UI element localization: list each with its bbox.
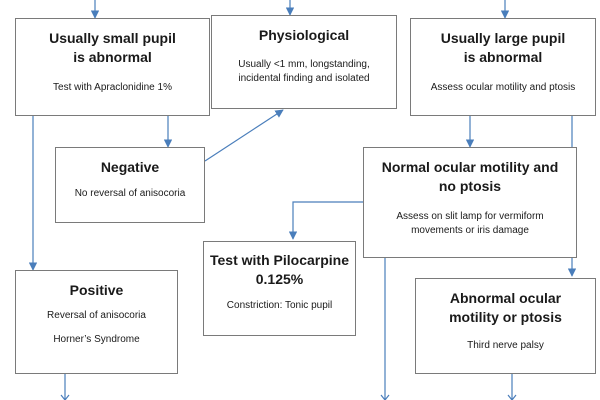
arrow-negative-to-physiological <box>204 109 284 162</box>
pilocarpine-title: Test with Pilocarpine 0.125% <box>210 252 349 287</box>
box-pilocarpine: Test with Pilocarpine 0.125% Constrictio… <box>203 241 356 336</box>
pilocarpine-body: Constriction: Tonic pupil <box>226 300 333 311</box>
box-abnormal-motility: Abnormal ocular motility or ptosis Third… <box>415 278 596 374</box>
small-pupil-body: Test with Apraclonidine 1% <box>53 82 172 93</box>
box-positive: Positive Reversal of anisocoria Horner’s… <box>15 270 178 374</box>
negative-title: Negative <box>100 159 160 175</box>
abnormal-motility-title: Abnormal ocular motility or ptosis <box>449 290 562 325</box>
box-negative: Negative No reversal of anisocoria <box>55 147 205 223</box>
positive-title: Positive <box>69 282 124 298</box>
large-pupil-title: Usually large pupil is abnormal <box>440 30 566 65</box>
arrow-normal-to-pilocarpine <box>288 201 363 240</box>
abnormal-motility-body: Third nerve palsy <box>467 340 544 351</box>
box-large-pupil: Usually large pupil is abnormal Assess o… <box>410 18 596 116</box>
normal-motility-body: Assess on slit lamp for vermiform moveme… <box>396 211 544 236</box>
normal-motility-title: Normal ocular motility and no ptosis <box>381 159 559 194</box>
negative-body: No reversal of anisocoria <box>74 188 186 199</box>
physiological-title: Physiological <box>258 27 350 43</box>
box-physiological: Physiological Usually <1 mm, longstandin… <box>211 15 397 109</box>
box-normal-motility: Normal ocular motility and no ptosis Ass… <box>363 147 577 258</box>
positive-body-reversal: Reversal of anisocoria <box>47 310 146 321</box>
large-pupil-body: Assess ocular motility and ptosis <box>430 82 576 93</box>
box-small-pupil: Usually small pupil is abnormal Test wit… <box>15 18 210 116</box>
small-pupil-title: Usually small pupil is abnormal <box>49 30 176 65</box>
positive-body-horner: Horner’s Syndrome <box>53 334 140 345</box>
physiological-body: Usually <1 mm, longstanding, incidental … <box>238 59 370 84</box>
